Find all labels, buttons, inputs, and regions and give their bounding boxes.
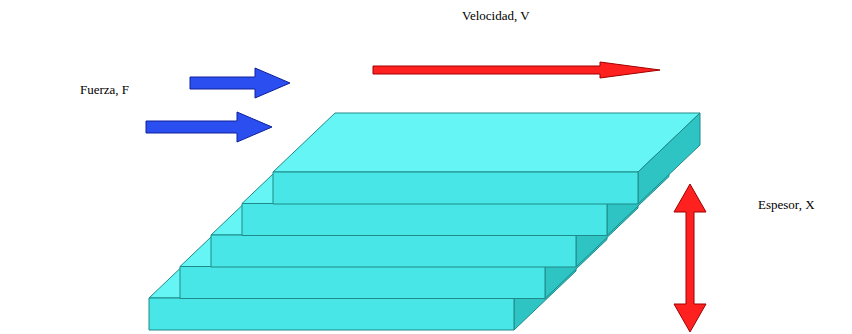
fluid-layers <box>149 113 700 330</box>
thickness-label: Espesor, X <box>758 197 815 213</box>
layer-front <box>180 267 545 299</box>
velocity-arrow <box>373 62 660 78</box>
force-label: Fuerza, F <box>80 82 129 98</box>
thickness-arrow <box>674 184 706 332</box>
layer-front <box>273 172 638 204</box>
layer-top <box>273 113 700 172</box>
velocity-label: Velocidad, V <box>462 8 530 24</box>
force-arrows <box>146 68 290 142</box>
layer-front <box>242 204 607 236</box>
layer-front <box>149 298 514 330</box>
layer-front <box>211 235 576 267</box>
